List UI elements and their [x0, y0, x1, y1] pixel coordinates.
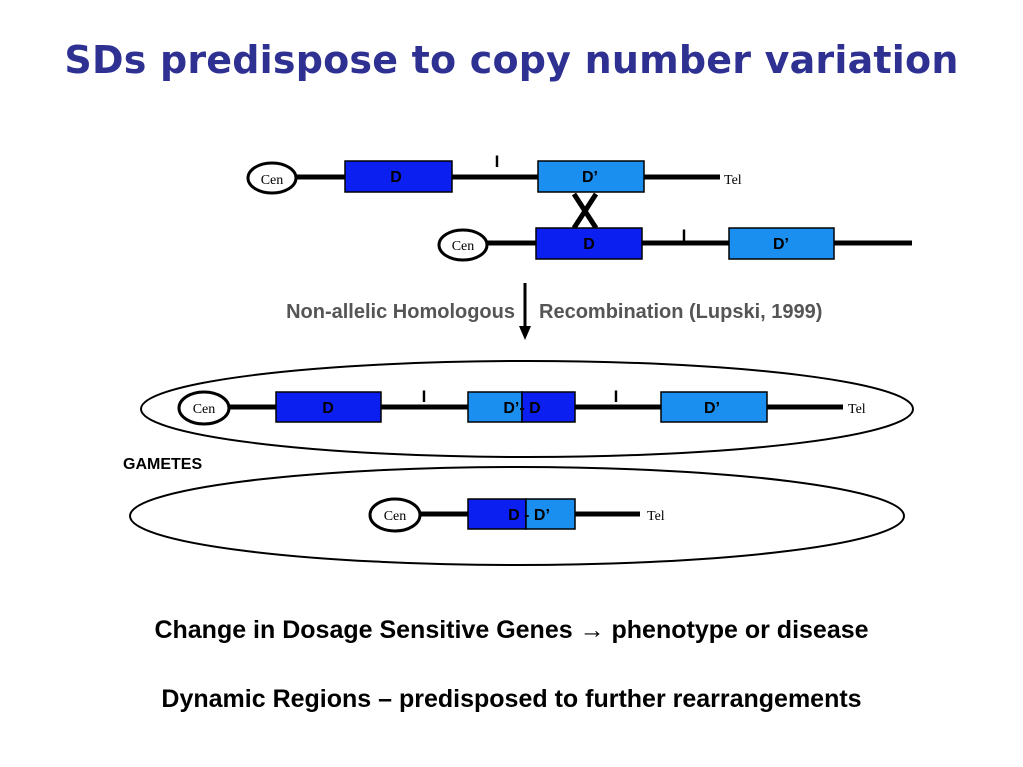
marker-3b: I [614, 387, 619, 406]
gamete-1-chromosome: Cen D D’- D D’ I I Tel [177, 387, 866, 426]
cen-label-2: Cen [452, 239, 475, 254]
d-block-1 [344, 160, 453, 193]
d-block-3 [275, 391, 382, 423]
d-prime-block-3 [660, 391, 768, 423]
marker-1: I [495, 152, 500, 171]
d-block-2 [535, 227, 643, 260]
footer-line-1: Change in Dosage Sensitive Genes → pheno… [154, 616, 869, 644]
d-prime-d-label: D’- D [503, 400, 540, 417]
cen-label-1: Cen [261, 173, 284, 188]
d-label-1: D [390, 169, 402, 186]
d-label-2: D [583, 236, 595, 253]
d-half-block-4 [467, 498, 527, 530]
d-prime-label-3: D’ [704, 400, 720, 417]
chromosome-2: Cen D D’ I [437, 226, 912, 262]
centromere-1 [246, 161, 298, 195]
mechanism-label-right: Recombination (Lupski, 1999) [539, 301, 822, 323]
mechanism-arrow-icon [519, 283, 531, 340]
marker-3a: I [422, 387, 427, 406]
d-label-3: D [322, 400, 334, 417]
d-d-prime-label: D - D’ [508, 507, 550, 524]
cen-label-3: Cen [193, 402, 216, 417]
chromosome-1: Cen D D’ I Tel [246, 152, 742, 195]
d-prime-label-2: D’ [773, 236, 789, 253]
crossover-x-icon [571, 192, 599, 230]
d-prime-half-block-4 [525, 498, 576, 530]
tel-label-3: Tel [848, 402, 866, 417]
cen-label-4: Cen [384, 509, 407, 524]
tel-label-4: Tel [647, 509, 665, 524]
centromere-3 [177, 390, 231, 426]
footer-line-2: Dynamic Regions – predisposed to further… [161, 685, 862, 713]
d-prime-block-1 [537, 160, 645, 193]
gamete-2-outline [129, 466, 905, 566]
marker-2: I [682, 226, 687, 245]
gametes-label: GAMETES [123, 456, 202, 473]
gamete-2-chromosome: Cen D - D’ Tel [368, 497, 665, 533]
d-prime-label-1: D’ [582, 169, 598, 186]
d-prime-half-block-3 [467, 391, 523, 423]
centromere-2 [437, 228, 489, 262]
tel-label-1: Tel [724, 173, 742, 188]
centromere-4 [368, 497, 422, 533]
page-title: SDs predispose to copy number variation [64, 38, 959, 82]
gamete-1-outline [140, 360, 914, 458]
mechanism-label-left: Non-allelic Homologous [286, 301, 515, 323]
d-half-block-3 [521, 391, 576, 423]
d-prime-block-2 [728, 227, 835, 260]
